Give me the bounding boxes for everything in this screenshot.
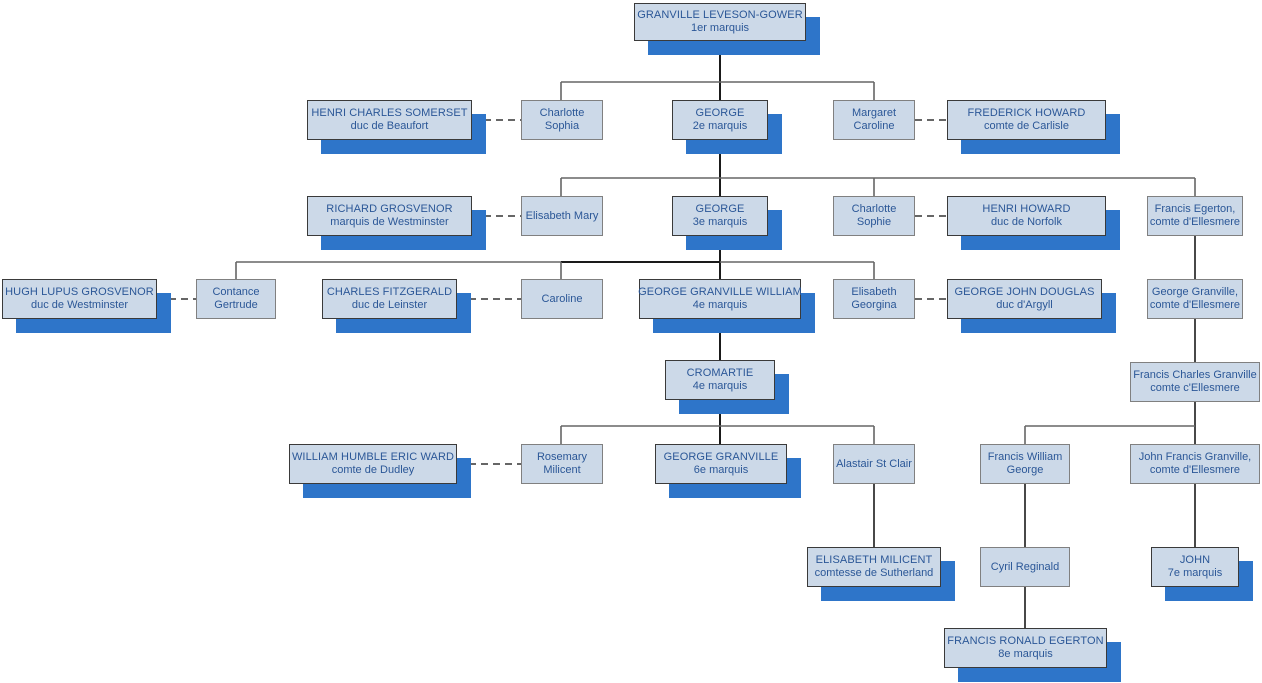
- person-title: duc d'Argyll: [996, 299, 1053, 311]
- person-title: comte d'Ellesmere: [1149, 464, 1241, 476]
- person-title: duc de Westminster: [30, 299, 128, 311]
- person-title: Sophie: [856, 216, 892, 228]
- person-title: comte de Carlisle: [984, 120, 1069, 132]
- person-title: 2e marquis: [692, 120, 748, 132]
- person-name: Elisabeth: [851, 286, 897, 298]
- person-node-francis_egerton[interactable]: Francis Egerton,comte d'Ellesmere: [1147, 196, 1243, 236]
- person-name: GEORGE GRANVILLE WILLIAM: [638, 286, 802, 298]
- person-name: FREDERICK HOWARD: [967, 107, 1086, 119]
- person-name: Charlotte: [851, 203, 897, 215]
- person-name: FRANCIS RONALD EGERTON: [947, 635, 1104, 647]
- person-name: Elisabeth Mary: [525, 209, 599, 222]
- person-name: Charlotte: [539, 107, 585, 119]
- person-title: Sophia: [544, 120, 580, 132]
- person-name: Rosemary: [536, 451, 588, 463]
- person-name: Alastair St Clair: [836, 457, 912, 470]
- person-title: 6e marquis: [693, 464, 749, 476]
- person-name: Francis Egerton,: [1154, 203, 1236, 215]
- person-name: George Granville,: [1151, 286, 1239, 298]
- person-title: duc de Beaufort: [350, 120, 429, 132]
- person-title: 3e marquis: [692, 216, 748, 228]
- person-title: duc de Norfolk: [991, 216, 1062, 228]
- person-name: CHARLES FITZGERALD: [326, 286, 453, 298]
- person-name: HENRI HOWARD: [982, 203, 1071, 215]
- person-title: comte de Dudley: [331, 464, 415, 476]
- person-title: 7e marquis: [1167, 567, 1223, 579]
- person-name: ELISABETH MILICENT: [815, 554, 933, 566]
- person-title: 4e marquis: [692, 299, 748, 311]
- person-title: comte d'Ellesmere: [1149, 216, 1241, 228]
- person-title: George: [1006, 464, 1044, 476]
- person-title: duc de Leinster: [351, 299, 428, 311]
- person-node-john_francis_granville[interactable]: John Francis Granville,comte d'Ellesmere: [1130, 444, 1260, 484]
- person-name: Francis William: [987, 451, 1063, 463]
- person-name: John Francis Granville,: [1138, 451, 1252, 463]
- person-node-elisabeth_mary[interactable]: Elisabeth Mary: [521, 196, 603, 236]
- person-name: Contance: [212, 286, 260, 298]
- person-name: Caroline: [541, 292, 583, 305]
- person-name: HENRI CHARLES SOMERSET: [311, 107, 468, 119]
- person-node-caroline[interactable]: Caroline: [521, 279, 603, 319]
- person-name: GEORGE JOHN DOUGLAS: [954, 286, 1095, 298]
- person-title: Milicent: [543, 464, 581, 476]
- person-title: 1er marquis: [690, 22, 750, 34]
- person-node-alastair[interactable]: Alastair St Clair: [833, 444, 915, 484]
- person-title: 4e marquis: [692, 380, 748, 392]
- person-title: Georgina: [851, 299, 897, 311]
- person-name: HUGH LUPUS GROSVENOR: [5, 286, 154, 298]
- person-name: RICHARD GROSVENOR: [326, 203, 453, 215]
- person-name: JOHN: [1179, 554, 1211, 566]
- person-title: Gertrude: [214, 299, 258, 311]
- person-name: CROMARTIE: [686, 367, 754, 379]
- person-name: Francis Charles Granville: [1133, 369, 1257, 381]
- person-node-george_granville_ellesmere[interactable]: George Granville,comte d'Ellesmere: [1147, 279, 1243, 319]
- person-name: GEORGE: [695, 107, 745, 119]
- person-node-cyril_reginald[interactable]: Cyril Reginald: [980, 547, 1070, 587]
- person-title: comtesse de Sutherland: [814, 567, 934, 579]
- person-name: Margaret: [851, 107, 897, 119]
- person-title: marquis de Westminster: [330, 216, 449, 228]
- person-name: Cyril Reginald: [990, 560, 1060, 573]
- person-name: GEORGE: [695, 203, 745, 215]
- person-title: 8e marquis: [998, 648, 1053, 660]
- person-name: WILLIAM HUMBLE ERIC WARD: [291, 451, 455, 463]
- person-title: comte c'Ellesmere: [1150, 382, 1240, 394]
- person-title: Caroline: [853, 120, 895, 132]
- person-name: GRANVILLE LEVESON-GOWER: [637, 9, 803, 21]
- person-title: comte d'Ellesmere: [1149, 299, 1241, 311]
- person-name: GEORGE GRANVILLE: [663, 451, 779, 463]
